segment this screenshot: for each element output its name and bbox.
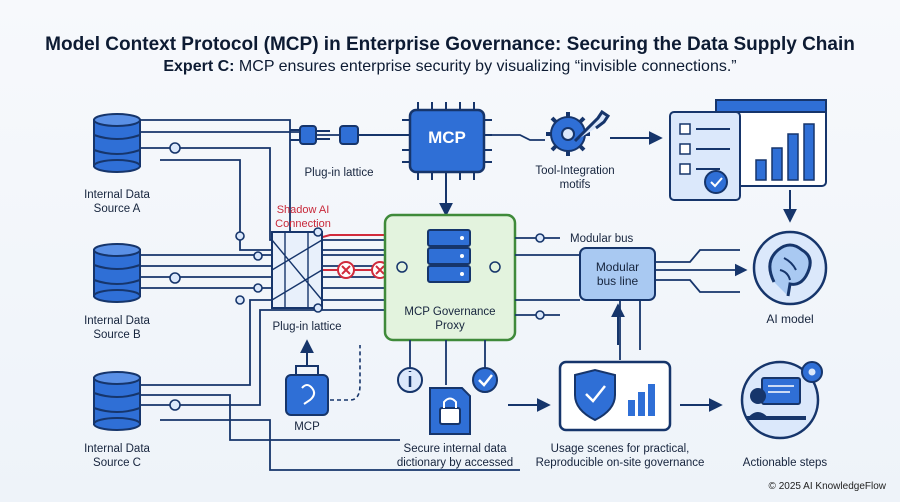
proxy-label: MCP Governance Proxy [390, 305, 510, 333]
diagram-title: Model Context Protocol (MCP) in Enterpri… [45, 34, 855, 55]
device-dashed-link [330, 345, 361, 401]
proxy-line2: Proxy [435, 320, 465, 332]
mcp-chip-label: MCP [428, 128, 466, 147]
lock-document-icon [429, 387, 471, 435]
plug-icon [290, 125, 408, 145]
subtitle-text: MCP ensures enterprise security by visua… [234, 58, 737, 75]
copyright-footer: © 2025 AI KnowledgeFlow [768, 481, 886, 492]
actionable-steps-icon [740, 360, 823, 440]
proxy-line1: MCP Governance [404, 306, 496, 318]
modular-bus-label: Modular bus [570, 233, 634, 245]
chip-to-gear-wire [492, 134, 545, 141]
ai-model-label: AI model [766, 312, 814, 326]
gear-wrench-icon [546, 109, 611, 156]
check-circle-icon [472, 367, 498, 393]
report-dashboard-icon [669, 99, 827, 201]
wire-nodes [169, 142, 323, 411]
bus-line-label: Modular bus line [580, 260, 655, 288]
source-b-line1: Internal Data [84, 315, 150, 327]
source-b-line2: Source B [93, 329, 141, 341]
shadow-ai-line2: Connection [275, 218, 331, 230]
modular-bus-line-box [579, 247, 656, 301]
mcp-device-label: MCP [294, 421, 320, 433]
dictionary-line1: Secure internal data [403, 443, 507, 455]
mcp-governance-proxy-box [383, 213, 517, 342]
tool-line1: Tool-Integration [535, 165, 615, 177]
bus-line-line2: bus line [596, 274, 639, 288]
database-icon-c [93, 371, 141, 431]
tool-line2: motifs [559, 179, 591, 191]
shadow-ai-label: Shadow AI Connection [258, 203, 348, 231]
ai-brain-icon [752, 230, 828, 306]
source-c-label: Internal Data Source C [72, 442, 162, 470]
usage-line1: Usage scenes for practical, [550, 443, 690, 455]
diagram-subtitle: Expert C: MCP ensures enterprise securit… [0, 58, 900, 76]
mcp-chip-icon [402, 102, 492, 180]
usage-tablet-icon [558, 360, 672, 432]
dictionary-label: Secure internal data dictionary by acces… [385, 442, 525, 470]
source-b-label: Internal Data Source B [72, 314, 162, 342]
info-icon [397, 367, 423, 393]
subtitle-prefix: Expert C: [163, 58, 235, 75]
plugin-lattice-bottom-label: Plug-in lattice [272, 321, 342, 333]
proxy-out-wires [409, 237, 580, 385]
source-a-label: Internal Data Source A [72, 188, 162, 216]
plugin-lattice-grid [271, 231, 323, 309]
source-c-line2: Source C [93, 457, 141, 469]
source-a-line1: Internal Data [84, 189, 150, 201]
source-a-line2: Source A [93, 203, 141, 215]
database-icon-a [93, 113, 141, 173]
bus-line-line1: Modular [595, 260, 640, 274]
bus-out-wires [619, 249, 748, 360]
mcp-device-icon [285, 365, 329, 416]
dictionary-line2: dictionary by accessed [396, 457, 514, 469]
source-c-line1: Internal Data [84, 443, 150, 455]
database-icon-b [93, 243, 141, 303]
shadow-ai-line1: Shadow AI [276, 204, 330, 216]
usage-label: Usage scenes for practical, Reproducible… [530, 442, 710, 470]
proxy-out-nodes [535, 233, 545, 320]
actionable-label: Actionable steps [742, 457, 828, 469]
tool-integration-label: Tool-Integration motifs [520, 164, 630, 192]
usage-line2: Reproducible on-site governance [535, 457, 705, 469]
plugin-lattice-top-label: Plug-in lattice [304, 167, 374, 179]
